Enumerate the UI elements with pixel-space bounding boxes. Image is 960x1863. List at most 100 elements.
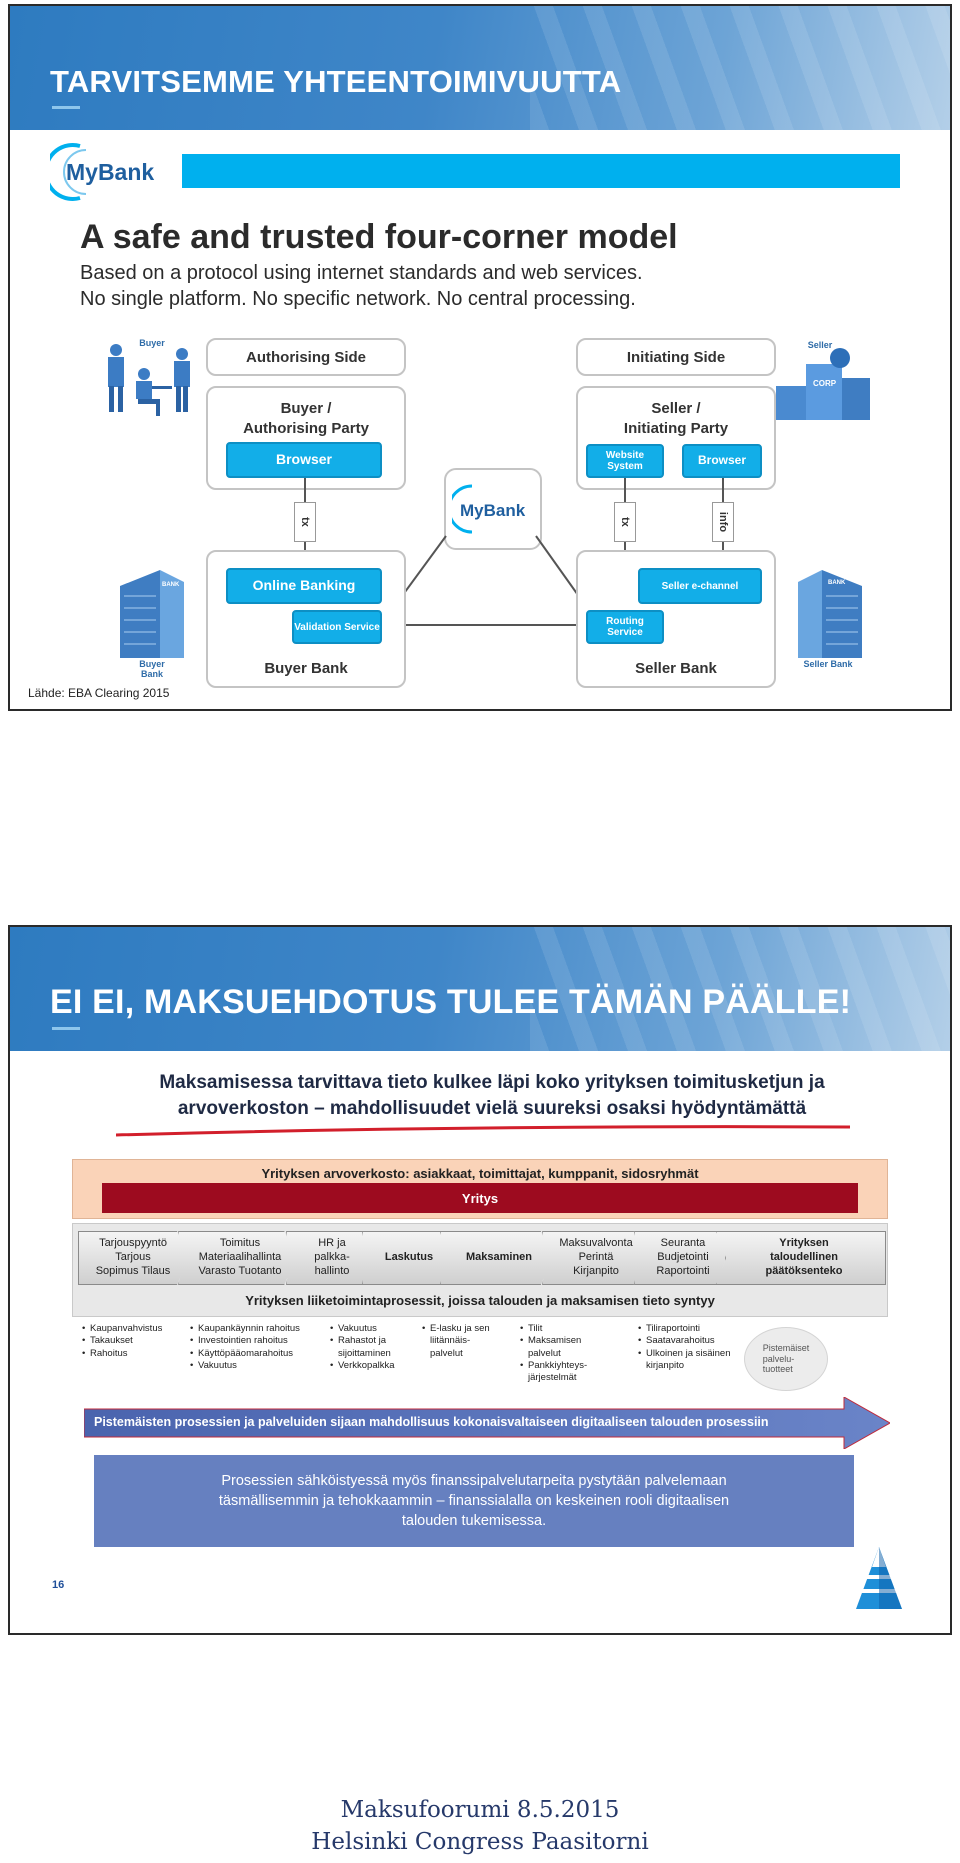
slide-title: TARVITSEMME YHTEENTOIMIVUUTTA [50, 64, 622, 99]
authorising-side-label: Authorising Side [246, 349, 366, 366]
buyer-bank-icon-label: Buyer Bank [139, 659, 165, 679]
seller-icon-label: Seller [807, 340, 833, 350]
initiating-side-box: Initiating Side [576, 338, 776, 376]
arrow-text: Pistemäisten prosessien ja palveluiden s… [94, 1415, 769, 1429]
center-mybank-box: MyBank [444, 468, 542, 550]
process-step-2: Toimitus Materiaalihallinta Varasto Tuot… [178, 1231, 296, 1285]
bullet-column-1: Kaupanvahvistus Takaukset Rahoitus [82, 1323, 162, 1360]
page-number: 16 [52, 1579, 65, 1591]
buyer-browser: Browser [226, 442, 382, 478]
bullet-item: Takaukset [82, 1335, 162, 1348]
header-decoration [530, 6, 950, 130]
source-note: Lähde: EBA Clearing 2015 [28, 686, 170, 700]
seller-browser: Browser [682, 444, 762, 478]
bullet-item: Verkkopalkka [330, 1360, 395, 1373]
buyer-people-icon [108, 344, 190, 416]
footer-venue: Helsinki Congress Paasitorni [311, 1829, 649, 1855]
process-step-5: Maksaminen [440, 1231, 552, 1285]
bullet-item: Investointien rahoitus [190, 1335, 300, 1348]
slide-1: TARVITSEMME YHTEENTOIMIVUUTTA MyBank A s… [8, 4, 952, 711]
center-mybank-logo: MyBank [452, 484, 526, 534]
red-underline-swoosh [116, 1125, 850, 1137]
bullet-item: Vakuutus [330, 1323, 395, 1336]
bullet-item: Tiliraportointi [638, 1323, 731, 1336]
bank-label-right: BANK [828, 580, 846, 586]
bullet-column-2: Kaupankäynnin rahoitus Investointien rah… [190, 1323, 300, 1373]
process-step-8: Yrityksen taloudellinen päätöksenteko [716, 1231, 886, 1285]
point-services-oval: Pistemäiset palvelu- tuotteet [744, 1327, 828, 1391]
footer-event: Maksufoorumi 8.5.2015 [340, 1797, 620, 1823]
conclusion-line-3: talouden tukemisessa. [401, 1513, 547, 1530]
bullet-item: Pankkiyhteys- järjestelmät [520, 1360, 587, 1385]
mybank-logo: MyBank [50, 143, 154, 201]
pyramid-logo-icon [856, 1547, 902, 1609]
slide-title: EI EI, MAKSUEHDOTUS TULEE TÄMÄN PÄÄLLE! [50, 983, 852, 1021]
bullet-item: Tilit [520, 1323, 587, 1336]
seller-bank-icon-label: Seller Bank [803, 659, 853, 669]
process-step-7: Seuranta Budjetointi Raportointi [634, 1231, 726, 1285]
brand-bar [182, 154, 900, 188]
slide-heading: A safe and trusted four-corner model [80, 218, 678, 256]
bullet-item: Ulkoinen ja sisäinen kirjanpito [638, 1348, 731, 1373]
seller-bank-label: Seller Bank [635, 660, 717, 677]
bullet-column-6: Tiliraportointi Saatavarahoitus Ulkoinen… [638, 1323, 731, 1372]
bullet-item: Vakuutus [190, 1360, 300, 1373]
conclusion-line-2: täsmällisemmin ja tehokkaammin – finanss… [218, 1492, 730, 1509]
seller-party-line2: Initiating Party [623, 420, 729, 437]
corp-label: CORP [813, 379, 837, 388]
bullet-item: Saatavarahoitus [638, 1335, 731, 1348]
online-banking: Online Banking [226, 568, 382, 604]
buyer-bank-label: Buyer Bank [264, 660, 348, 677]
slide-heading-1: Maksamisessa tarvittava tieto kulkee läp… [159, 1072, 825, 1093]
buyer-bank-building-icon: BANK [120, 570, 184, 658]
slide-header: TARVITSEMME YHTEENTOIMIVUUTTA [10, 6, 950, 130]
center-mybank-text: MyBank [460, 501, 526, 520]
bullet-column-4: E-lasku ja sen liitännäis- palvelut [422, 1323, 490, 1360]
validation-service: Validation Service [292, 610, 382, 644]
seller-bank-building-icon: BANK [798, 570, 862, 658]
process-band-label: Yrityksen liiketoimintaprosessit, joissa… [245, 1293, 715, 1308]
bullet-item: Rahoitus [82, 1348, 162, 1361]
slide-header: EI EI, MAKSUEHDOTUS TULEE TÄMÄN PÄÄLLE! [10, 927, 950, 1051]
bank-connector-line [380, 624, 592, 626]
info-label: info [712, 502, 734, 542]
tx-label-left: tx [294, 502, 316, 542]
slide-heading-2: arvoverkoston – mahdollisuudet vielä suu… [177, 1098, 807, 1119]
routing-service: Routing Service [586, 610, 664, 644]
process-step-6: Maksuvalvonta Perintä Kirjanpito [542, 1231, 644, 1285]
initiating-side-label: Initiating Side [626, 349, 726, 366]
bullet-item: Käyttöpääomarahoitus [190, 1348, 300, 1361]
bullet-column-5: Tilit Maksamisen palvelut Pankkiyhteys- … [520, 1323, 587, 1385]
value-network-label: Yrityksen arvoverkosto: asiakkaat, toimi… [261, 1166, 699, 1181]
bullet-item: Kaupanvahvistus [82, 1323, 162, 1336]
bullet-item: Maksamisen palvelut [520, 1335, 587, 1360]
slide-subtitle-1: Based on a protocol using internet stand… [80, 262, 643, 284]
seller-echannel: Seller e-channel [638, 568, 762, 604]
title-underline [52, 1027, 80, 1030]
buyer-party-line1: Buyer / [280, 400, 332, 417]
buyer-party-line2: Authorising Party [243, 420, 369, 437]
tx-line-right [624, 478, 626, 608]
process-step-4: Laskutus [362, 1231, 450, 1285]
conclusion-box: Prosessien sähköistyessä myös finanssipa… [94, 1455, 854, 1547]
authorising-side-box: Authorising Side [206, 338, 406, 376]
bullet-item: E-lasku ja sen liitännäis- palvelut [422, 1323, 490, 1360]
process-step-1: Tarjouspyyntö Tarjous Sopimus Tilaus [78, 1231, 188, 1285]
title-underline [52, 106, 80, 109]
company-band: Yritys [102, 1183, 858, 1213]
bullet-column-3: Vakuutus Rahastot ja sijoittaminen Verkk… [330, 1323, 395, 1373]
tx-label-right: tx [614, 502, 636, 542]
bullet-item: Rahastot ja sijoittaminen [330, 1335, 395, 1360]
process-step-3: HR ja palkka- hallinto [286, 1231, 372, 1285]
digital-process-arrow [84, 1397, 890, 1449]
slide-2: EI EI, MAKSUEHDOTUS TULEE TÄMÄN PÄÄLLE! … [8, 925, 952, 1635]
bank-label-left: BANK [162, 582, 180, 588]
seller-party-line1: Seller / [651, 400, 701, 417]
website-system: Website System [586, 444, 664, 478]
mybank-logo-text: MyBank [66, 159, 154, 185]
buyer-icon-label: Buyer [139, 338, 165, 348]
conclusion-line-1: Prosessien sähköistyessä myös finanssipa… [221, 1472, 727, 1489]
header-decoration [530, 927, 950, 1051]
seller-building-icon: CORP [776, 348, 870, 420]
slide-subtitle-2: No single platform. No specific network.… [80, 288, 636, 310]
